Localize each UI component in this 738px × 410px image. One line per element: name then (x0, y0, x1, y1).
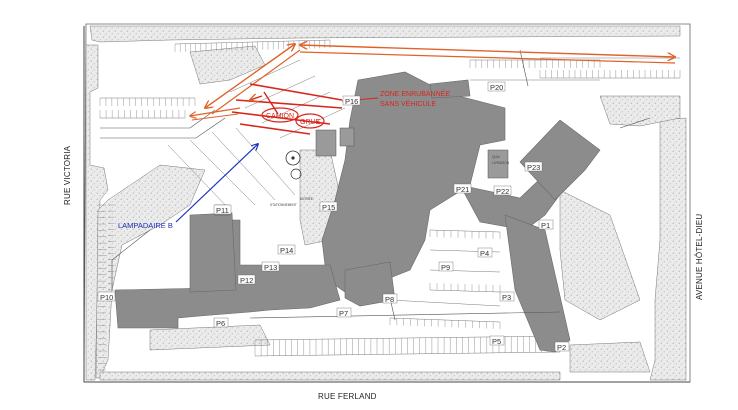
svg-text:ENTRÉE: ENTRÉE (300, 196, 313, 201)
svg-text:P23: P23 (527, 163, 540, 172)
svg-text:P22: P22 (496, 187, 509, 196)
lot-label-p23: P23 (524, 161, 543, 172)
lot-label-p12: P12 (237, 274, 256, 285)
lot-label-p10: P10 (97, 291, 116, 302)
lot-label-p6: P6 (213, 317, 229, 328)
site-outline (83, 23, 691, 383)
svg-text:P12: P12 (240, 276, 253, 285)
lot-label-p13: P13 (261, 261, 280, 272)
svg-text:P1: P1 (541, 221, 550, 230)
svg-text:P6: P6 (216, 319, 225, 328)
svg-text:P8: P8 (385, 295, 394, 304)
ne-wing-building (519, 119, 601, 201)
svg-text:P16: P16 (345, 97, 358, 106)
route-arrow-diagonal (205, 44, 295, 108)
svg-text:P10: P10 (100, 293, 113, 302)
lot-label-p14: P14 (277, 244, 296, 255)
annex-building (429, 79, 471, 99)
grue-label: GRUE (300, 119, 321, 126)
lot-label-p1: P1 (538, 219, 554, 230)
svg-text:P14: P14 (280, 246, 293, 255)
zone-label-line2: SANS VÉHICULE (380, 99, 436, 108)
lot-label-p5: P5 (489, 335, 505, 346)
lampadaire-pointer (175, 144, 258, 223)
lot-label-p16: P16 (342, 95, 361, 106)
svg-text:STATIONNEMENT: STATIONNEMENT (270, 203, 297, 207)
lot-label-p11: P11 (213, 204, 232, 215)
lot-label-p3: P3 (499, 291, 515, 302)
lot-label-p8: P8 (382, 293, 398, 304)
taped-zone (231, 83, 379, 135)
stall-ticks (98, 40, 681, 371)
green-spaces (85, 25, 687, 381)
street-label-ferland: RUE FERLAND (318, 392, 377, 401)
lot-label-p20: P20 (487, 81, 506, 92)
zone-label-line1: ZONE ENRUBANNÉE (380, 89, 450, 98)
lot-label-p2: P2 (554, 341, 570, 352)
small-structures (214, 127, 509, 216)
route-arrows (190, 44, 675, 121)
street-label-hotel-dieu: AVENUE HÔTEL-DIEU (695, 214, 704, 300)
svg-text:P3: P3 (502, 293, 511, 302)
lot-label-p9: P9 (438, 261, 454, 272)
lower-center-building (344, 261, 396, 307)
street-label-victoria: RUE VICTORIA (63, 145, 72, 205)
tiny-notes: ENTRÉE STATIONNEMENT QUAI LIVRAISON (270, 155, 510, 207)
svg-text:QUAI: QUAI (492, 155, 500, 159)
main-building (321, 71, 506, 293)
buildings (114, 71, 601, 353)
svg-text:P20: P20 (490, 83, 503, 92)
west-tower-building (189, 212, 237, 293)
svg-text:P15: P15 (322, 203, 335, 212)
svg-text:P2: P2 (557, 343, 566, 352)
svg-text:P13: P13 (264, 263, 277, 272)
camion-oval (261, 107, 299, 123)
lot-label-p7: P7 (336, 307, 352, 318)
svg-text:LIVRAISON: LIVRAISON (492, 161, 510, 165)
lot-labels: P1 P2 P3 P4 P5 P6 P7 P8 P9 P10 P11 P12 P… (97, 81, 570, 352)
svg-text:P11: P11 (216, 206, 229, 215)
route-arrow-left (190, 107, 241, 116)
svg-text:P4: P4 (480, 249, 489, 258)
curb-lines (100, 49, 651, 321)
lot-label-p22: P22 (493, 185, 512, 196)
grue-oval (295, 113, 325, 129)
svg-text:P5: P5 (492, 337, 501, 346)
svg-text:P9: P9 (441, 263, 450, 272)
lot-label-p15: P15 (319, 201, 338, 212)
roundabout-marker (285, 150, 302, 180)
route-arrow-top (300, 45, 675, 57)
lampadaire-label: LAMPADAIRE B (118, 221, 173, 230)
lot-label-p4: P4 (477, 247, 493, 258)
svg-text:P21: P21 (456, 185, 469, 194)
camion-label: CAMION (266, 113, 294, 120)
svg-text:P7: P7 (339, 309, 348, 318)
lot-label-p21: P21 (453, 183, 472, 194)
se-wing-building (504, 214, 571, 353)
